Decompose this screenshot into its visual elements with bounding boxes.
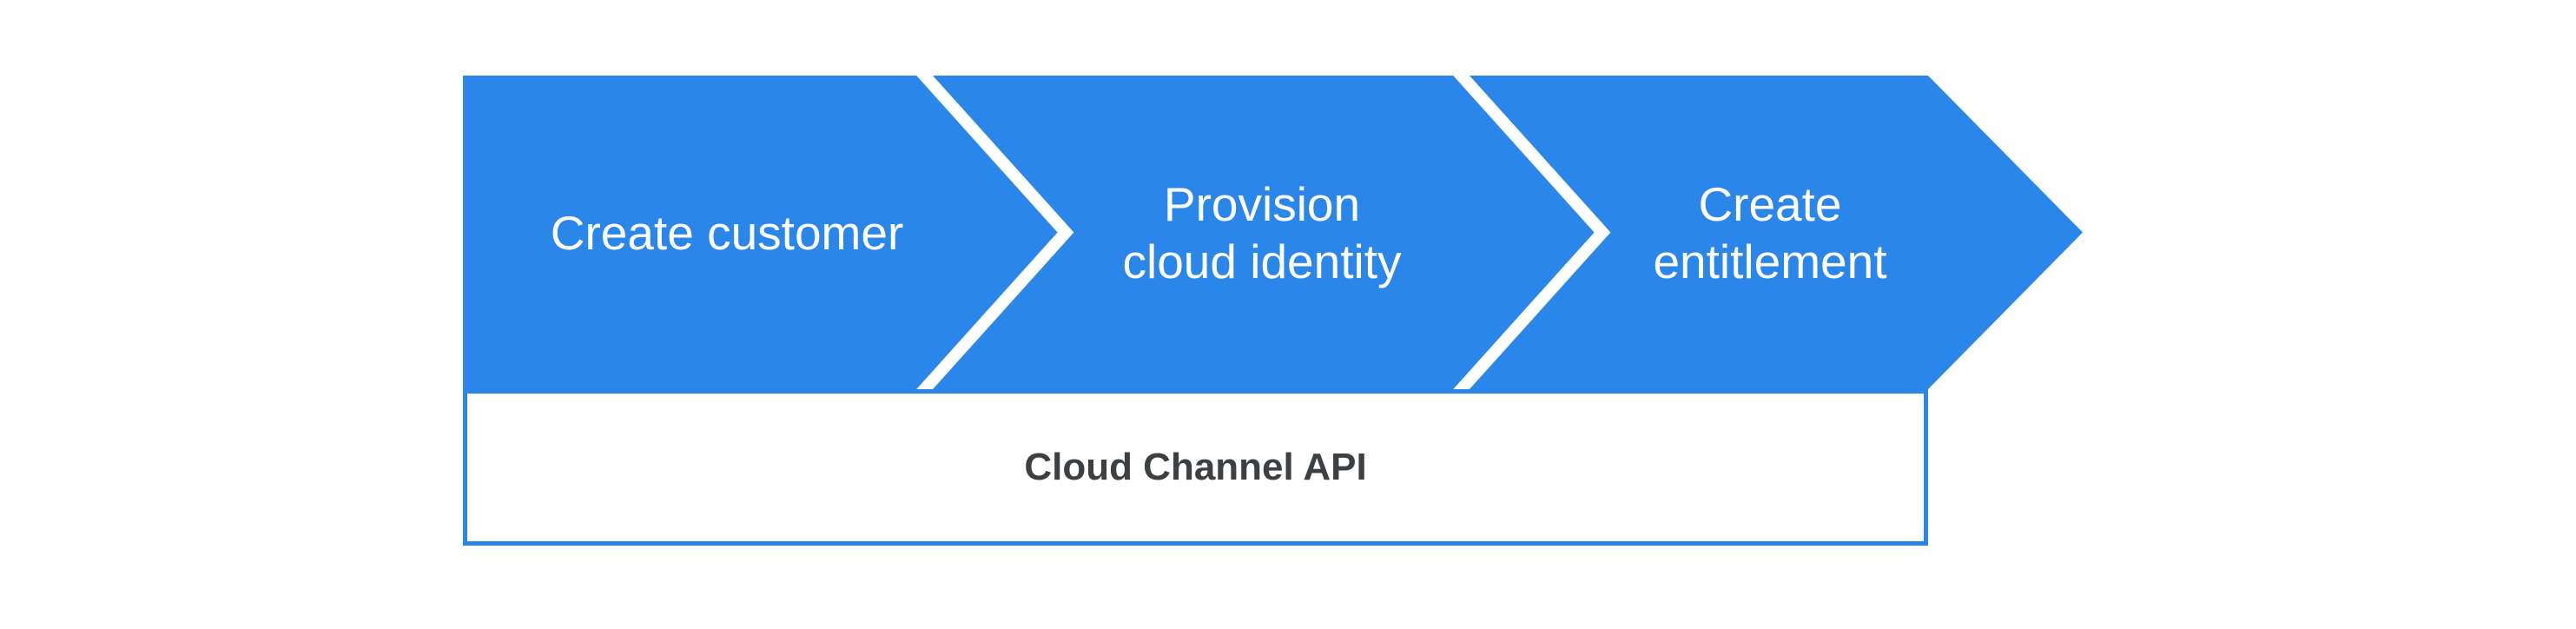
cloud-channel-api-box: Cloud Channel API xyxy=(463,389,1928,546)
arrow-band-shape xyxy=(463,76,2083,389)
cloud-channel-api-label: Cloud Channel API xyxy=(1024,446,1367,488)
chevron-separator-icon xyxy=(1445,59,1611,406)
chevron-separator-icon xyxy=(908,59,1074,406)
